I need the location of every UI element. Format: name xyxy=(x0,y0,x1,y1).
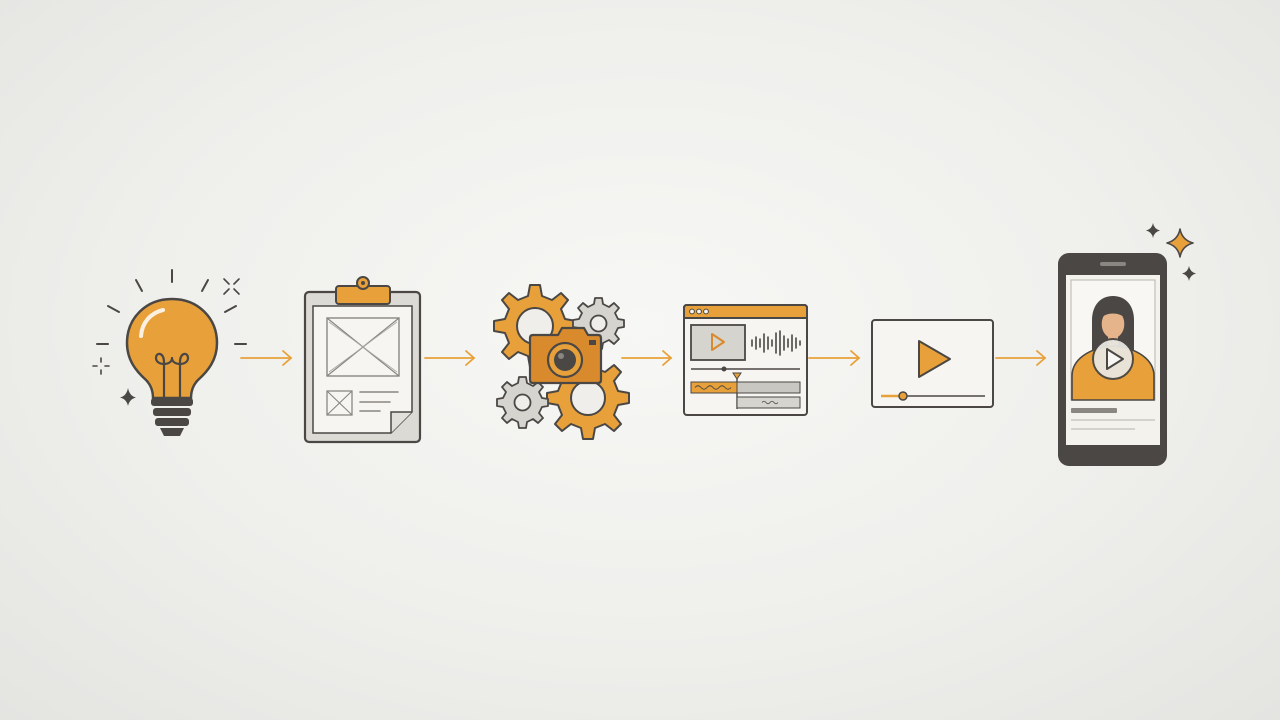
play-icon xyxy=(1106,348,1124,370)
arrow-right-icon xyxy=(240,350,293,366)
gears-camera-icon xyxy=(493,284,630,440)
sparkle-icon xyxy=(1146,223,1160,238)
sparkle-icon xyxy=(1182,266,1196,281)
play-icon xyxy=(711,333,725,351)
arrow-right-icon xyxy=(995,350,1047,366)
arrow-right-icon xyxy=(424,350,476,366)
camera-icon xyxy=(528,326,603,385)
arrow-right-icon xyxy=(621,350,673,366)
smartphone-video-icon xyxy=(1058,223,1196,466)
audio-waveform xyxy=(751,330,801,356)
sparkle-icon xyxy=(1166,228,1194,258)
video-player-icon xyxy=(871,319,994,408)
editing-timeline-icon xyxy=(683,304,808,416)
arrow-right-icon xyxy=(808,350,861,366)
progress-handle xyxy=(898,391,908,401)
play-icon xyxy=(918,340,951,378)
clipboard-storyboard-icon xyxy=(303,276,422,444)
window-controls xyxy=(689,308,709,315)
caption-line xyxy=(1071,408,1117,413)
lightbulb-icon xyxy=(92,269,247,436)
gear-icon xyxy=(496,376,549,429)
play-button[interactable] xyxy=(1092,338,1134,380)
